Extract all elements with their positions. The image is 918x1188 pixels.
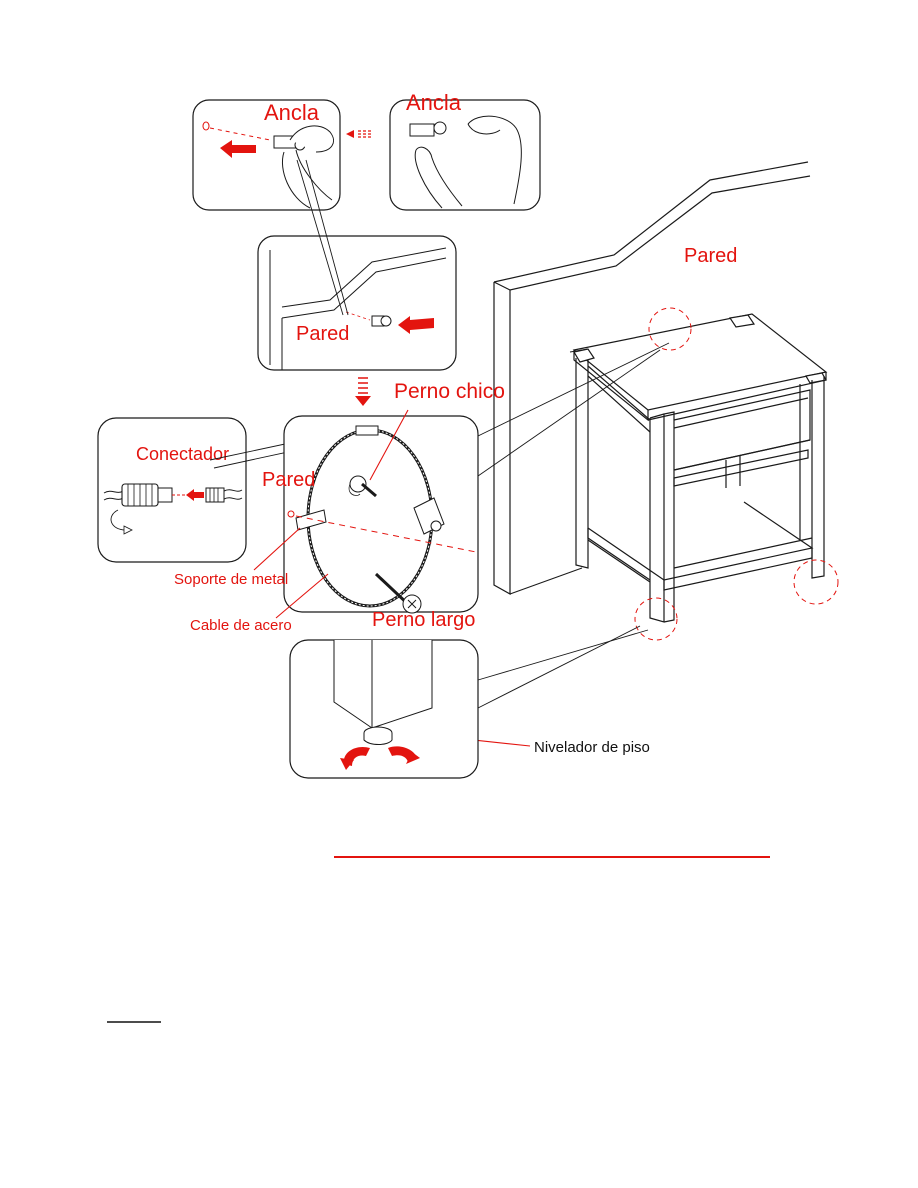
panel-connector: Conectador bbox=[97, 417, 247, 563]
callout-anchor-detail bbox=[296, 159, 349, 316]
label-ancla-1: Ancla bbox=[264, 100, 320, 125]
label-soporte-de-metal: Soporte de metal bbox=[174, 571, 288, 588]
panel-anchor-insert: Ancla bbox=[192, 99, 372, 211]
label-cable-de-acero: Cable de acero bbox=[190, 617, 292, 634]
panel-floor-leveler bbox=[289, 639, 479, 779]
label-perno-largo: Perno largo bbox=[372, 609, 475, 631]
panel-wall-detail: Pared bbox=[257, 235, 457, 371]
callout-lines bbox=[477, 342, 670, 709]
label-pared-detail: Pared bbox=[296, 323, 349, 345]
down-arrow bbox=[355, 377, 371, 406]
label-nivelador-de-piso: Nivelador de piso bbox=[534, 739, 650, 756]
label-perno-chico: Perno chico bbox=[394, 380, 505, 403]
label-ancla-2: Ancla bbox=[406, 90, 462, 115]
wall bbox=[493, 161, 811, 596]
nightstand bbox=[572, 313, 828, 623]
label-pared-wall: Pared bbox=[684, 245, 737, 267]
label-conectador: Conectador bbox=[136, 444, 229, 464]
highlight-circles bbox=[634, 307, 839, 641]
label-pared-circle: Pared bbox=[262, 469, 315, 491]
panel-anchor-hand: Ancla bbox=[389, 90, 541, 211]
panel-cable-detail: Pared bbox=[262, 415, 479, 614]
leader-lines bbox=[253, 409, 531, 747]
